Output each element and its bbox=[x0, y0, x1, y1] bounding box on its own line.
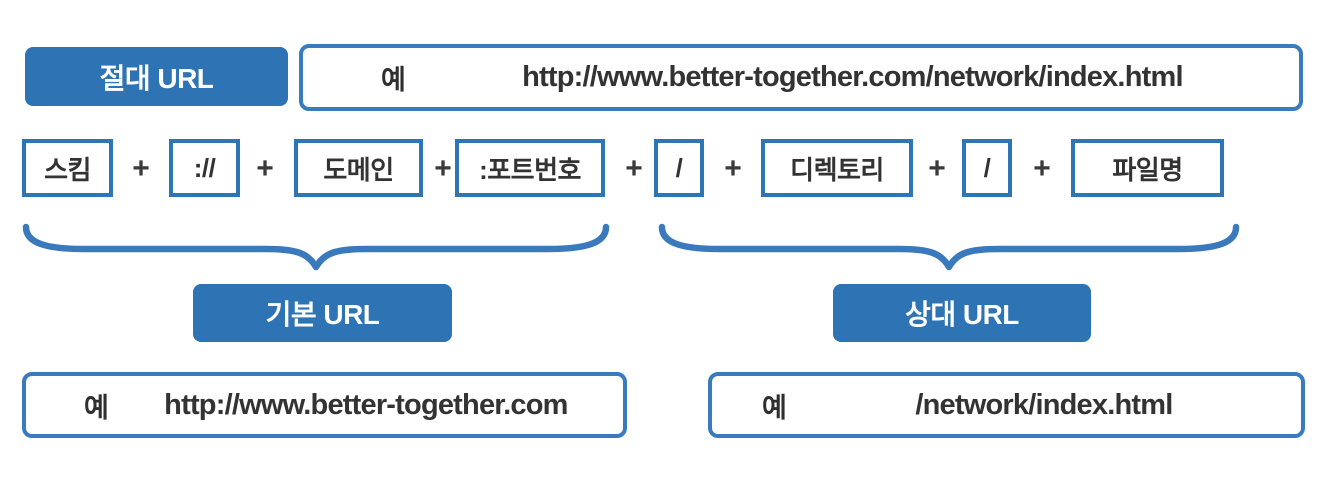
absolute-url-example-value: http://www.better-together.com/network/i… bbox=[522, 61, 1183, 93]
url-part-slash-1: / bbox=[654, 139, 704, 197]
url-part-colon-slashes: :// bbox=[169, 139, 240, 197]
plus-separator: + bbox=[724, 152, 742, 185]
relative-url-label: 상대 URL bbox=[833, 284, 1091, 342]
plus-separator: + bbox=[625, 152, 643, 185]
url-part-domain: 도메인 bbox=[294, 139, 423, 197]
absolute-url-label-text: 절대 URL bbox=[99, 62, 214, 94]
base-url-example-box: 예 http://www.better-together.com bbox=[22, 372, 627, 438]
absolute-url-label: 절대 URL bbox=[25, 47, 288, 106]
base-url-label-text: 기본 URL bbox=[265, 299, 380, 330]
plus-separator: + bbox=[928, 152, 946, 185]
curly-brace-left-icon bbox=[20, 221, 612, 273]
url-part-port: :포트번호 bbox=[455, 139, 605, 197]
url-part-directory: 디렉토리 bbox=[761, 139, 913, 197]
base-url-example-value: http://www.better-together.com bbox=[164, 388, 568, 421]
plus-separator: + bbox=[256, 152, 274, 185]
relative-url-example-value: /network/index.html bbox=[915, 388, 1173, 421]
plus-separator: + bbox=[1033, 152, 1051, 185]
url-part-scheme: 스킴 bbox=[22, 139, 113, 197]
base-url-example-prefix: 예 bbox=[84, 392, 109, 423]
relative-url-example-box: 예 /network/index.html bbox=[708, 372, 1305, 438]
base-url-label: 기본 URL bbox=[193, 284, 452, 342]
url-part-slash-2: / bbox=[962, 139, 1012, 197]
plus-separator: + bbox=[132, 152, 150, 185]
absolute-url-example-box: 예 http://www.better-together.com/network… bbox=[299, 44, 1303, 111]
relative-url-label-text: 상대 URL bbox=[905, 299, 1019, 330]
absolute-url-example-prefix: 예 bbox=[381, 65, 406, 95]
plus-separator: + bbox=[434, 152, 452, 185]
curly-brace-right-icon bbox=[656, 221, 1242, 273]
url-part-filename: 파일명 bbox=[1071, 139, 1224, 197]
relative-url-example-prefix: 예 bbox=[762, 392, 787, 423]
